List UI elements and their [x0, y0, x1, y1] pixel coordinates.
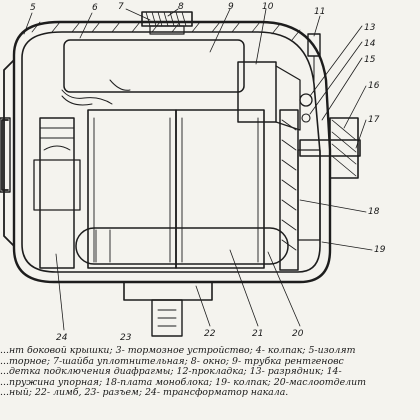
legend-line-1: ...нт боковой крышки; 3- тормозное устро…: [0, 346, 356, 356]
monoblock-right-section: [175, 109, 265, 269]
connector-pins: [157, 309, 177, 327]
callout-18: 18: [368, 207, 380, 217]
leader-lines: [23, 8, 373, 337]
top-shell-hatching: [31, 21, 301, 41]
anode-block: [237, 61, 277, 123]
right-flange: [329, 117, 359, 179]
left-end-cap: [1, 59, 15, 247]
board-hatching: [281, 119, 297, 251]
callout-21: 21: [252, 329, 263, 339]
transformer-detail: [39, 127, 75, 151]
transformer-core: [33, 159, 81, 211]
callout-17: 17: [368, 115, 380, 125]
spark-gap-electrode: [301, 113, 311, 123]
parts-legend: ...нт боковой крышки; 3- тормозное устро…: [0, 346, 420, 420]
board-cap: [297, 149, 321, 241]
callout-15: 15: [364, 55, 376, 65]
callout-22: 22: [204, 329, 216, 339]
xray-tube-assembly-drawing: 5 6 7 8 9 10 11 13 14 15 16 17 18 19 20 …: [0, 2, 386, 343]
window-cap-hatching: [145, 11, 187, 27]
callout-9: 9: [228, 2, 234, 12]
housing-outer-shell: [12, 20, 332, 284]
monoblock-left-section: [87, 109, 177, 269]
callout-5: 5: [30, 3, 36, 13]
callout-23: 23: [120, 333, 132, 343]
left-cover-flange: [0, 117, 11, 193]
spark-gap: [299, 93, 313, 107]
anode-arm: [275, 65, 301, 131]
housing-inner-shell: [21, 31, 321, 273]
oil-separator: [75, 227, 289, 265]
legend-line-5: ...ный; 22- лимб, 23- разъем; 24- трансф…: [0, 387, 289, 398]
callout-11: 11: [314, 7, 325, 17]
callout-24: 24: [56, 333, 68, 343]
legend-line-3: ...детка подключения диафрагмы; 12-прокл…: [0, 366, 342, 377]
callout-10: 10: [262, 2, 274, 12]
window-seal: [149, 25, 185, 35]
callout-6: 6: [92, 3, 98, 13]
callout-16: 16: [368, 81, 380, 91]
wiring-bundle: [61, 79, 131, 106]
monoblock-inner-lines: [93, 117, 259, 263]
callout-19: 19: [374, 245, 386, 255]
legend-line-4: ...пружина упорная; 18-плата моноблока; …: [0, 376, 367, 388]
dial-limb: [123, 281, 213, 301]
callout-13: 13: [364, 23, 376, 33]
callout-14: 14: [364, 39, 376, 49]
callout-7: 7: [118, 2, 124, 12]
callout-20: 20: [292, 329, 304, 339]
oil-separator-ribs: [95, 229, 111, 263]
callout-8: 8: [178, 2, 184, 12]
right-flange-hatching: [331, 119, 357, 177]
legend-line-2: ...торное; 7-шайба уплотнительная; 8- ок…: [0, 355, 344, 367]
filament-transformer: [39, 117, 75, 269]
xray-tube-body: [63, 39, 245, 93]
